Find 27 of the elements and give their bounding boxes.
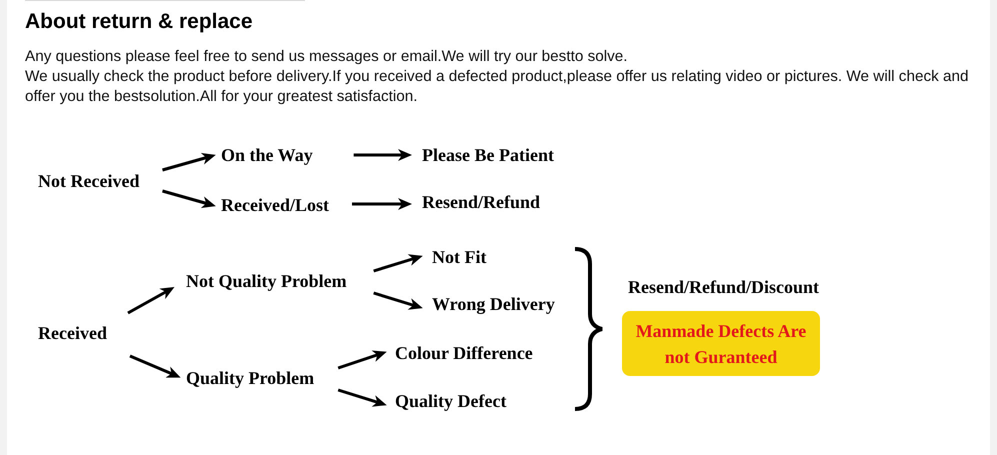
arrow bbox=[129, 354, 181, 378]
step-label: Wrong Delivery bbox=[432, 294, 555, 314]
heading: About return & replace bbox=[25, 9, 253, 35]
step-label: Not Fit bbox=[432, 247, 486, 267]
arrow bbox=[338, 350, 387, 370]
step-label: Quality Problem bbox=[186, 368, 314, 388]
step-label: Resend/Refund/Discount bbox=[628, 277, 820, 297]
step-label: Colour Difference bbox=[395, 343, 533, 363]
arrow bbox=[354, 149, 412, 161]
paragraph: Any questions please feel free to send us messages or email.We will try our bestto solve. bbox=[25, 47, 629, 67]
arrow bbox=[162, 190, 216, 208]
step-label: Resend/Refund bbox=[422, 192, 540, 212]
step-label: Not Received bbox=[38, 171, 140, 191]
step-label: Received/Lost bbox=[221, 195, 329, 215]
arrow bbox=[373, 254, 423, 272]
arrow bbox=[373, 292, 423, 310]
paragraph: We usually check the product before delivery.If you received a defected product,please offer us relating video or pictures. We will check and offer you the bestsolution.All for your greatest satisfaction. bbox=[25, 67, 970, 107]
note-box: Manmade Defects Are not Guranteed bbox=[622, 311, 820, 376]
arrow bbox=[338, 388, 387, 407]
step-label: Not Quality Problem bbox=[186, 271, 347, 291]
step-label: On the Way bbox=[221, 145, 313, 165]
step-label: Please Be Patient bbox=[422, 145, 554, 165]
step-label: Received bbox=[38, 323, 107, 343]
arrow bbox=[162, 152, 216, 172]
arrow bbox=[352, 198, 412, 210]
arrow bbox=[127, 287, 174, 314]
step-label: Quality Defect bbox=[395, 391, 506, 411]
